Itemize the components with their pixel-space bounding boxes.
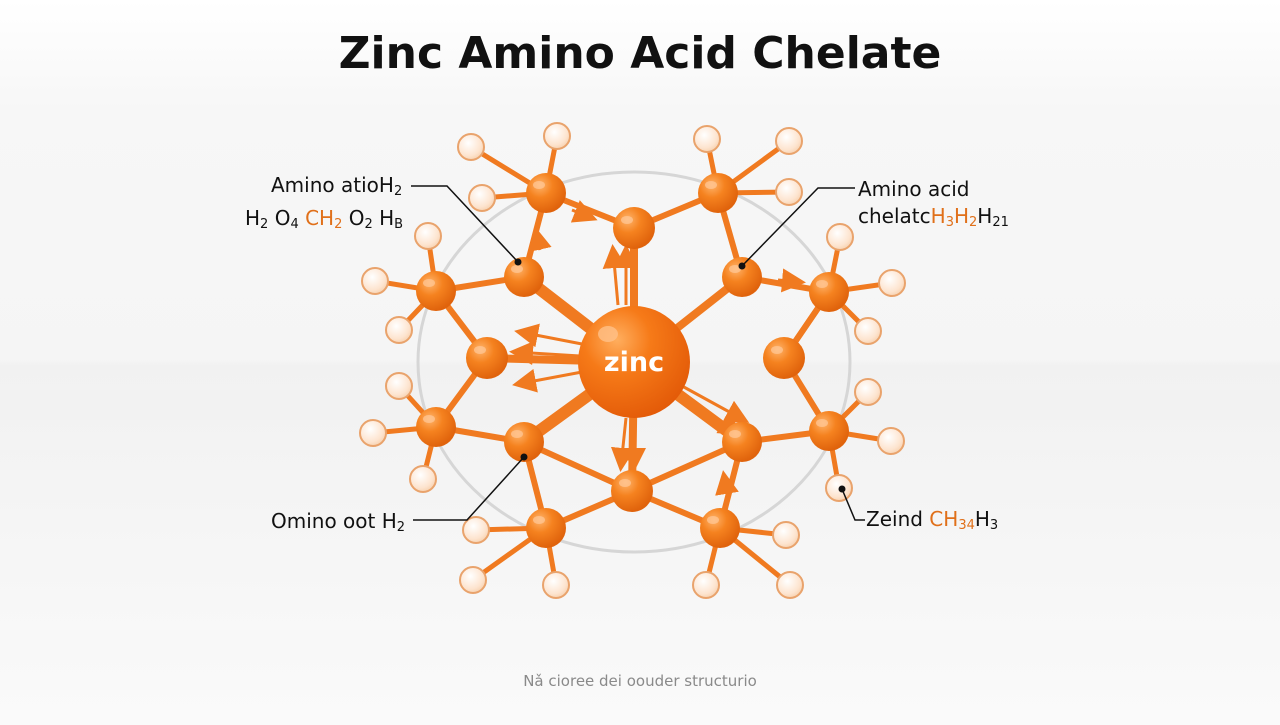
leader-dot-bottom-left — [520, 453, 528, 461]
atom-d — [504, 257, 544, 297]
hydrogen-atom-3 — [693, 125, 721, 153]
bond-arrow-7 — [675, 393, 744, 436]
atom-c — [613, 207, 655, 249]
leader-line-bottom-right — [841, 488, 865, 521]
atom-i-highlight — [771, 346, 783, 354]
zinc-atom: zinc — [578, 306, 690, 418]
hydrogen-atom-10 — [878, 269, 906, 297]
hydrogen-atom-21 — [772, 521, 800, 549]
label-top-left: Amino atioH2 H2 O4 CH2 O2 HB — [245, 172, 403, 238]
atom-g-highlight — [816, 280, 828, 288]
hydrogen-atom-7 — [361, 267, 389, 295]
atom-c-highlight — [621, 216, 633, 224]
atom-k — [809, 411, 849, 451]
hydrogen-atom-12 — [385, 372, 413, 400]
bond-arrow-5 — [610, 417, 635, 472]
hydrogen-atom-19 — [459, 566, 487, 594]
atom-b-highlight — [705, 181, 717, 189]
hydrogen-atom-11 — [854, 317, 882, 345]
bond-arrow-0 — [514, 323, 583, 348]
atom-b — [698, 173, 738, 213]
hydrogen-atom-15 — [854, 378, 882, 406]
label-top-right-line2: chelatcH3H2H21 — [858, 204, 1009, 230]
hydrogen-atom-14 — [409, 465, 437, 493]
hydrogen-atom-20 — [542, 571, 570, 599]
atom-e-highlight — [729, 265, 741, 273]
atom-p-highlight — [707, 516, 719, 524]
atom-p — [700, 508, 740, 548]
atom-g — [809, 272, 849, 312]
hydrogen-atom-23 — [776, 571, 804, 599]
hydrogen-atom-4 — [775, 127, 803, 155]
atom-f — [416, 271, 456, 311]
hydrogen-atom-2 — [468, 184, 496, 212]
hydrogen-atom-0 — [457, 133, 485, 161]
bond-arrow-8 — [681, 384, 750, 423]
atom-o-highlight — [533, 516, 545, 524]
bond-arrow-11 — [715, 470, 739, 501]
zinc-label: zinc — [604, 347, 664, 378]
label-top-right-line1: Amino acid — [858, 177, 970, 201]
atom-a-highlight — [533, 181, 545, 189]
bond-arrow-9 — [570, 200, 598, 223]
leader-line-bottom-left — [413, 456, 525, 521]
hydrogen-atom-8 — [385, 316, 413, 344]
hydrogen-atom-1 — [543, 122, 571, 150]
hydrogen-atom-13 — [359, 419, 387, 447]
hydrogen-atom-18 — [462, 516, 490, 544]
atom-n-highlight — [619, 479, 631, 487]
bond-arrow-10 — [528, 226, 552, 253]
atom-h — [466, 337, 508, 379]
background-ring — [416, 170, 852, 554]
label-top-left-line2: H2 O4 CH2 O2 HB — [245, 206, 404, 232]
label-top-left-line1: Amino atioH2 — [271, 173, 403, 199]
atom-l-highlight — [511, 430, 523, 438]
footer-caption: Nǎ cioree dei oouder structurio — [523, 672, 757, 690]
label-top-right: Amino acid chelatcH3H2H21 — [858, 176, 1009, 236]
hydrogen-atom-5 — [775, 178, 803, 206]
atom-m — [722, 422, 762, 462]
arrow-layer — [509, 200, 806, 501]
atom-n — [611, 470, 653, 512]
hydrogen-atom-9 — [826, 223, 854, 251]
leader-line-top-right — [741, 187, 855, 267]
leader-dot-top-right — [738, 262, 746, 270]
bond-arrow-3 — [602, 244, 627, 306]
diagram-title: Zinc Amino Acid Chelate — [338, 28, 942, 79]
atom-j-highlight — [423, 415, 435, 423]
label-bottom-left: Omino oot H2 — [271, 509, 406, 535]
bond-arrow-1 — [509, 341, 581, 366]
label-bottom-right: Zeind CH34H3 — [866, 507, 999, 533]
atom-k-highlight — [816, 419, 828, 427]
atom-f-highlight — [423, 279, 435, 287]
hydrogen-atom-16 — [877, 427, 905, 455]
leader-dot-bottom-right — [838, 485, 846, 493]
bond-arrow-2 — [512, 368, 583, 393]
atom-d-highlight — [511, 265, 523, 273]
hydrogen-atom-6 — [414, 222, 442, 250]
atom-a — [526, 173, 566, 213]
leader-lines — [411, 185, 865, 521]
atom-j — [416, 407, 456, 447]
bond-arrow-12 — [777, 268, 806, 293]
atom-o — [526, 508, 566, 548]
leader-line-top-left — [411, 185, 519, 263]
atom-i — [763, 337, 805, 379]
carbon-layer — [416, 173, 849, 548]
atom-m-highlight — [729, 430, 741, 438]
atom-h-highlight — [474, 346, 486, 354]
hydrogen-layer — [359, 122, 906, 599]
leader-dot-top-left — [514, 258, 522, 266]
hydrogen-atom-22 — [692, 571, 720, 599]
